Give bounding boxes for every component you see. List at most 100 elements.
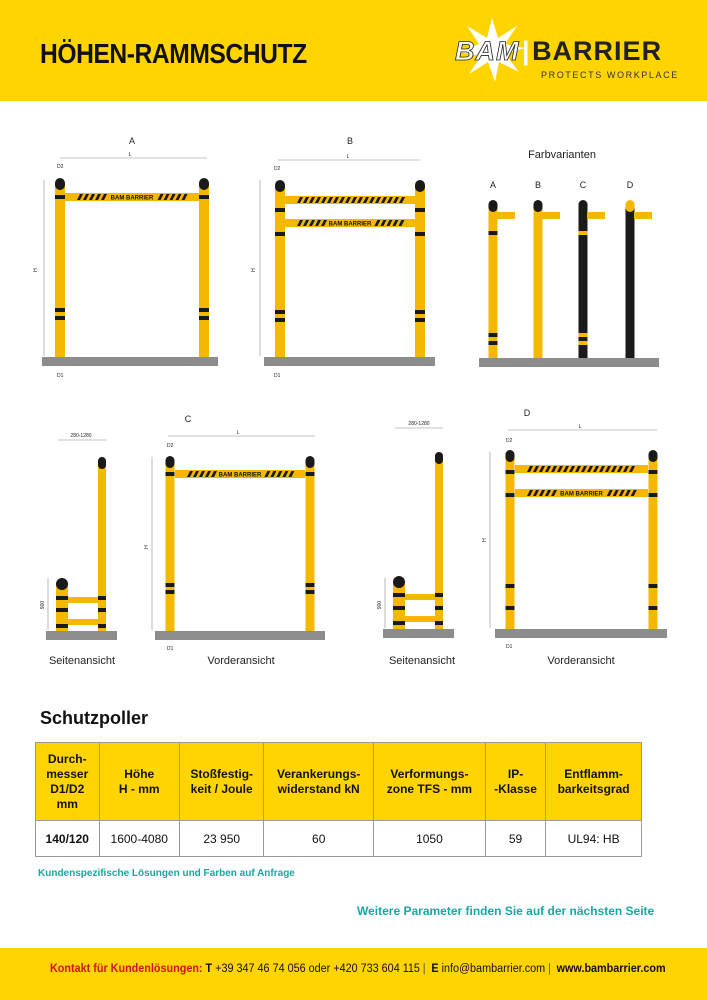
post-band <box>415 318 425 322</box>
hazard-stripe <box>163 194 170 200</box>
hazard-stripe <box>157 194 164 200</box>
hazard-stripe <box>297 220 303 226</box>
more-parameters-link[interactable]: Weitere Parameter finden Sie auf der näc… <box>357 904 655 918</box>
dim-side-h: 900 <box>377 601 383 610</box>
post-cap <box>648 450 658 462</box>
dim-d2: D2 <box>167 443 174 449</box>
hazard-stripe <box>303 220 309 226</box>
post-band <box>55 195 65 199</box>
hazard-stripe <box>193 471 199 477</box>
hazard-stripe <box>381 197 387 203</box>
post-band <box>56 608 68 612</box>
post <box>305 462 315 631</box>
post-band <box>199 316 209 320</box>
post-cap <box>98 457 106 469</box>
table-cell: 140/120 <box>35 820 100 857</box>
side-rail <box>405 594 435 600</box>
beam <box>515 489 648 497</box>
hazard-stripe <box>387 197 393 203</box>
farbvarianten-title: Farbvarianten <box>528 149 596 161</box>
contact-label: Kontakt für Kundenlösungen: <box>50 963 203 975</box>
hazard-stripe <box>83 194 89 200</box>
hazard-stripe <box>95 194 101 200</box>
hazard-stripe <box>575 466 581 472</box>
post-band <box>505 470 515 474</box>
hazard-stripe <box>369 197 375 203</box>
hazard-stripe <box>587 466 593 472</box>
hazard-stripe <box>539 490 545 496</box>
hazard-stripe <box>599 466 605 472</box>
post-band <box>275 318 285 322</box>
post-band <box>648 584 658 588</box>
dim-l: L <box>579 424 582 430</box>
hazard-stripe <box>175 194 182 200</box>
post <box>199 184 209 357</box>
hazard-stripe <box>581 466 587 472</box>
website-link[interactable]: www.bambarrier.com <box>556 963 666 975</box>
hazard-stripe <box>309 197 315 203</box>
beam <box>65 193 199 201</box>
post-band <box>98 596 106 600</box>
post-band <box>435 606 443 610</box>
beam <box>285 219 415 227</box>
post-cap <box>533 200 543 212</box>
post <box>488 206 498 358</box>
hazard-stripe <box>398 220 405 226</box>
hazard-stripe <box>327 197 333 203</box>
phone-label: T <box>205 963 213 975</box>
label-c: C <box>580 180 587 190</box>
post-band <box>435 621 443 625</box>
post-band <box>165 472 175 476</box>
floor <box>264 357 435 366</box>
hazard-stripe <box>527 490 533 496</box>
hazard-stripe <box>593 466 599 472</box>
post-band <box>578 341 588 345</box>
table-cell: 60 <box>263 820 374 857</box>
variant-arm <box>497 212 515 219</box>
hazard-stripe <box>333 197 339 203</box>
email-label: E <box>431 963 439 975</box>
floor <box>46 631 117 640</box>
post <box>505 456 515 629</box>
dim-l: L <box>347 154 350 160</box>
email-link[interactable]: info@bambarrier.com <box>441 963 546 975</box>
post <box>578 206 588 358</box>
label-d: D <box>524 408 531 418</box>
hazard-stripe <box>169 194 176 200</box>
hazard-stripe <box>309 220 315 226</box>
hazard-stripe <box>545 490 551 496</box>
section-title: Schutzpoller <box>40 708 149 728</box>
hazard-stripe <box>303 197 309 203</box>
hazard-stripe <box>533 490 539 496</box>
label-a: A <box>490 180 496 190</box>
post <box>435 458 443 629</box>
post-band <box>415 232 425 236</box>
dim-side-h: 900 <box>40 601 46 610</box>
hazard-stripe <box>612 490 619 496</box>
floor <box>383 629 454 638</box>
hazard-stripe <box>392 220 399 226</box>
hazard-stripe <box>339 197 345 203</box>
hazard-stripe <box>539 466 545 472</box>
hazard-stripe <box>527 466 533 472</box>
page-header: HÖHEN-RAMMSCHUTZ BAM|BARRIER PROTECTS WO… <box>0 0 707 101</box>
contact-line: Kontakt für Kundenlösungen: T +39 347 46… <box>50 963 666 975</box>
hazard-stripe <box>101 194 107 200</box>
beam <box>285 196 415 204</box>
hazard-stripe <box>181 194 188 200</box>
post-band <box>505 606 515 610</box>
label-d: D <box>627 180 634 190</box>
page-footer: Kontakt für Kundenlösungen: T +39 347 46… <box>0 948 707 1000</box>
dim-d2: D2 <box>274 166 281 172</box>
post-band <box>275 310 285 314</box>
hazard-stripe <box>545 466 551 472</box>
post-cap <box>199 178 209 190</box>
dim-h: H <box>144 545 150 549</box>
post-cap <box>415 180 425 192</box>
hazard-stripe <box>211 471 217 477</box>
hazard-stripe <box>393 197 399 203</box>
post-band <box>488 341 498 345</box>
post-band <box>415 310 425 314</box>
phone-numbers[interactable]: +39 347 46 74 056 oder +420 733 604 115 <box>215 963 420 975</box>
